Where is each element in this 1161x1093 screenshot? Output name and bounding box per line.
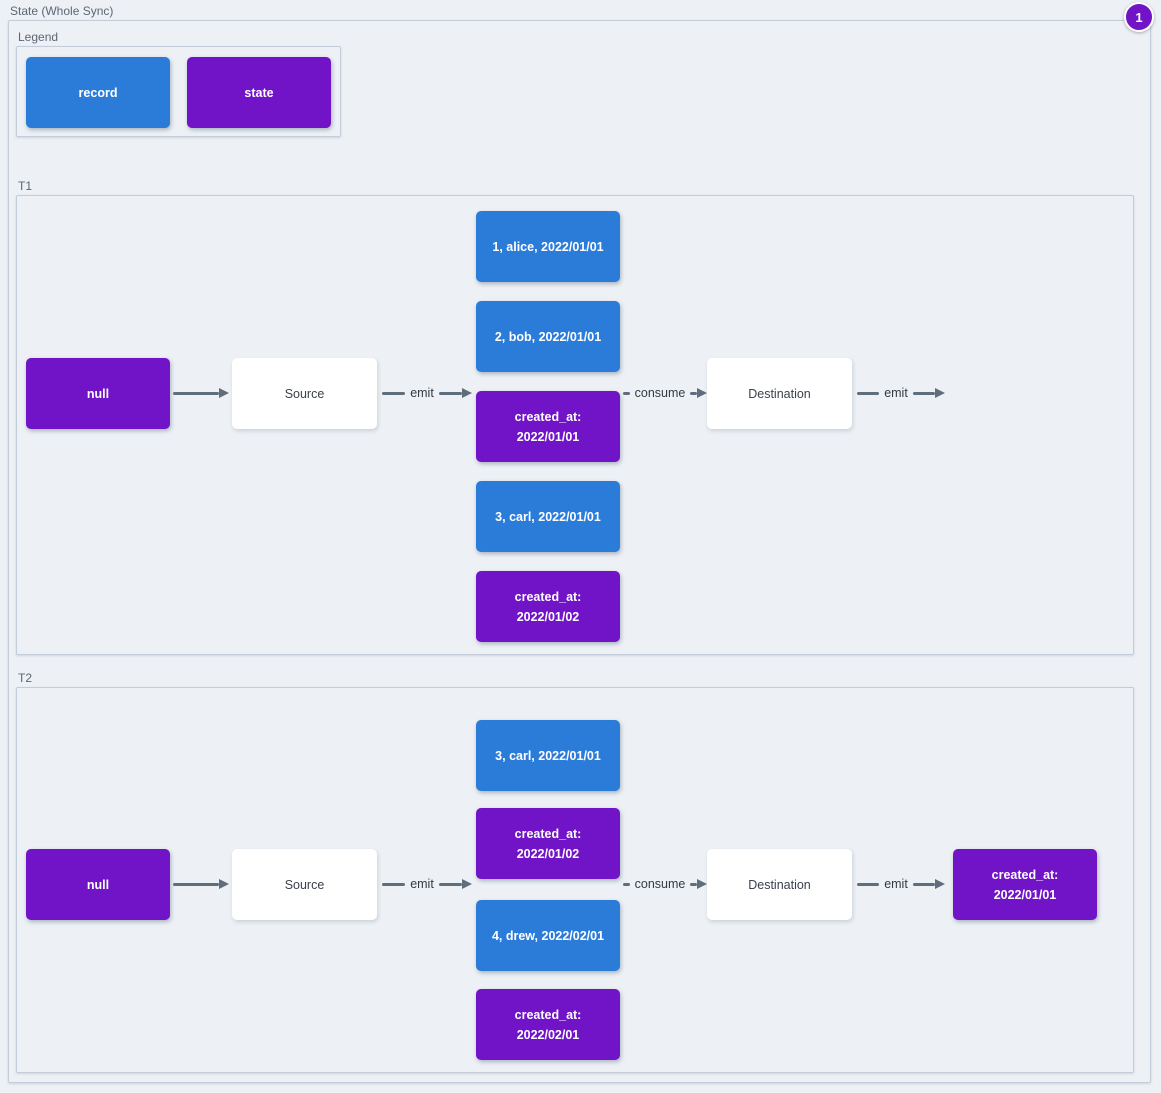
arrow-line bbox=[438, 882, 462, 886]
t1-emit-edge-label: emit bbox=[410, 386, 434, 400]
t2-emit-out-edge-label: emit bbox=[884, 877, 908, 891]
record-node: 4, drew, 2022/02/01 bbox=[476, 900, 620, 971]
t1-destination-node: Destination bbox=[707, 358, 852, 429]
page-title: State (Whole Sync) bbox=[10, 4, 114, 18]
t1-consume-edge-label: consume bbox=[634, 386, 686, 400]
arrow-line bbox=[857, 391, 880, 395]
annotation-badge: 1 bbox=[1124, 2, 1154, 32]
t2-consume-arrow: consume bbox=[623, 876, 708, 892]
record-node: 3, carl, 2022/01/01 bbox=[476, 481, 620, 552]
t1-emit-out-arrow: emit bbox=[857, 385, 945, 401]
t1-consume-arrow: consume bbox=[623, 385, 708, 401]
legend-record-node: record bbox=[26, 57, 170, 128]
t1-null-to-source-arrow bbox=[173, 385, 229, 401]
arrow-line bbox=[623, 882, 630, 886]
whole-sync-frame bbox=[8, 20, 1151, 1083]
arrow-line bbox=[623, 391, 630, 395]
record-node: 2, bob, 2022/01/01 bbox=[476, 301, 620, 372]
arrow-line bbox=[857, 882, 880, 886]
t2-consume-edge-label: consume bbox=[634, 877, 686, 891]
t1-emit-out-edge-label: emit bbox=[884, 386, 908, 400]
legend-label: Legend bbox=[18, 30, 59, 44]
arrowhead-icon bbox=[462, 388, 472, 398]
state-node: created_at: 2022/02/01 bbox=[476, 989, 620, 1060]
state-node: created_at: 2022/01/02 bbox=[476, 808, 620, 879]
arrowhead-icon bbox=[697, 388, 708, 398]
record-node: 3, carl, 2022/01/01 bbox=[476, 720, 620, 791]
arrowhead-icon bbox=[935, 388, 945, 398]
arrow-line bbox=[173, 882, 219, 886]
t1-label: T1 bbox=[18, 179, 33, 193]
arrowhead-icon bbox=[219, 879, 229, 889]
t2-emit-out-arrow: emit bbox=[857, 876, 945, 892]
arrow-line bbox=[690, 882, 698, 886]
arrow-line bbox=[382, 882, 406, 886]
legend-frame bbox=[16, 46, 341, 137]
state-node: created_at: 2022/01/01 bbox=[476, 391, 620, 462]
state-node: created_at: 2022/01/02 bbox=[476, 571, 620, 642]
arrow-line bbox=[173, 391, 219, 395]
arrow-line bbox=[690, 391, 698, 395]
t1-emit-arrow: emit bbox=[382, 385, 472, 401]
arrowhead-icon bbox=[935, 879, 945, 889]
arrow-line bbox=[382, 391, 406, 395]
t2-null-to-source-arrow bbox=[173, 876, 229, 892]
t2-label: T2 bbox=[18, 671, 33, 685]
t2-source-node: Source bbox=[232, 849, 377, 920]
arrowhead-icon bbox=[697, 879, 708, 889]
t2-null-state-node: null bbox=[26, 849, 170, 920]
t1-source-node: Source bbox=[232, 358, 377, 429]
legend-state-node: state bbox=[187, 57, 331, 128]
arrow-line bbox=[912, 882, 935, 886]
t2-output-state-node: created_at: 2022/01/01 bbox=[953, 849, 1097, 920]
t2-destination-node: Destination bbox=[707, 849, 852, 920]
arrowhead-icon bbox=[219, 388, 229, 398]
t1-null-state-node: null bbox=[26, 358, 170, 429]
t2-emit-arrow: emit bbox=[382, 876, 472, 892]
t1-frame bbox=[16, 195, 1134, 655]
t2-emit-edge-label: emit bbox=[410, 877, 434, 891]
t2-frame bbox=[16, 687, 1134, 1073]
arrowhead-icon bbox=[462, 879, 472, 889]
arrow-line bbox=[912, 391, 935, 395]
arrow-line bbox=[438, 391, 462, 395]
record-node: 1, alice, 2022/01/01 bbox=[476, 211, 620, 282]
